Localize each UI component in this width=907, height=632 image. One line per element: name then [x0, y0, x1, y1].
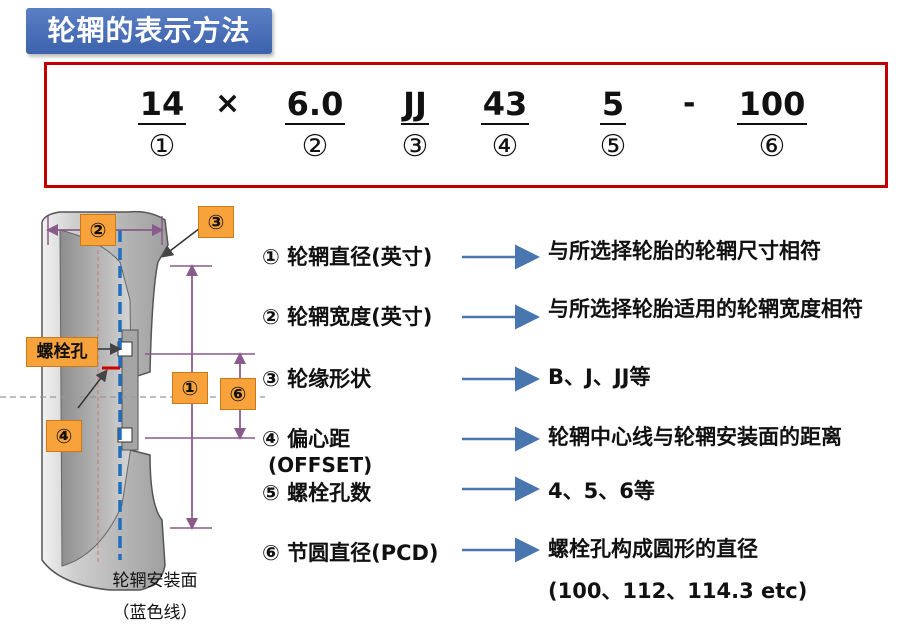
code-segment-offset: 43 ④ — [475, 85, 535, 165]
item-desc-width: 与所选择轮胎适用的轮辋宽度相符 — [548, 297, 863, 321]
tag-offset: ④ — [46, 420, 82, 452]
code-index: ③ — [401, 129, 429, 164]
code-value: 100 — [736, 85, 808, 125]
item-label-offset: ④ 偏心距 — [262, 427, 351, 451]
rim-code-box: 14 ① × 6.0 ② JJ ③ 43 ④ 5 ⑤ - 100 ⑥ — [44, 62, 888, 188]
code-separator-times: × — [215, 86, 241, 121]
code-value: 14 — [137, 85, 187, 125]
mounting-face-caption-note: （蓝色线） — [112, 603, 198, 623]
item-desc-pcd-examples: (100、112、114.3 etc) — [548, 579, 808, 603]
item-desc-pcd: 螺栓孔构成圆形的直径 — [548, 537, 758, 561]
tag-width: ② — [80, 214, 116, 246]
item-label-diameter: ① 轮辋直径(英寸) — [262, 245, 433, 269]
code-segment-width: 6.0 ② — [275, 85, 355, 165]
code-index: ⑥ — [758, 129, 786, 164]
code-segment-diameter: 14 ① — [127, 85, 197, 165]
code-segment-bolts: 5 ⑤ — [583, 85, 643, 165]
item-desc-diameter: 与所选择轮胎的轮辋尺寸相符 — [548, 239, 821, 263]
flange-pointer — [161, 227, 201, 258]
item-label-width: ② 轮辋宽度(英寸) — [262, 305, 433, 329]
item-desc-offset: 轮辋中心线与轮辋安装面的距离 — [548, 425, 842, 449]
code-index: ⑤ — [599, 129, 627, 164]
code-separator-dash: - — [683, 86, 696, 121]
item-label-bolt-count: ⑤ 螺栓孔数 — [262, 481, 372, 505]
tag-pcd: ⑥ — [220, 378, 256, 410]
page-title: 轮辋的表示方法 — [26, 8, 272, 54]
item-label-pcd: ⑥ 节圆直径(PCD) — [262, 541, 439, 565]
code-index: ② — [301, 129, 329, 164]
item-label-flange: ③ 轮缘形状 — [262, 367, 372, 391]
code-segment-flange: JJ ③ — [385, 85, 445, 165]
item-desc-bolt-count: 4、5、6等 — [548, 479, 655, 503]
item-desc-flange: B、J、JJ等 — [548, 365, 651, 389]
code-value: 5 — [599, 85, 627, 125]
code-value: 43 — [480, 85, 530, 125]
tag-flange: ③ — [198, 206, 234, 238]
item-label-offset-en: (OFFSET) — [268, 453, 373, 477]
rim-shape — [41, 210, 169, 591]
code-value: JJ — [401, 85, 429, 125]
offset-pointer — [77, 369, 108, 409]
mounting-face-caption: 轮辋安装面 — [112, 571, 198, 591]
tag-bolt-hole: 螺栓孔 — [26, 337, 98, 367]
code-segment-pcd: 100 ⑥ — [727, 85, 817, 165]
code-index: ① — [148, 129, 176, 164]
tag-diameter: ① — [172, 372, 208, 404]
code-value: 6.0 — [284, 85, 346, 125]
code-index: ④ — [491, 129, 519, 164]
